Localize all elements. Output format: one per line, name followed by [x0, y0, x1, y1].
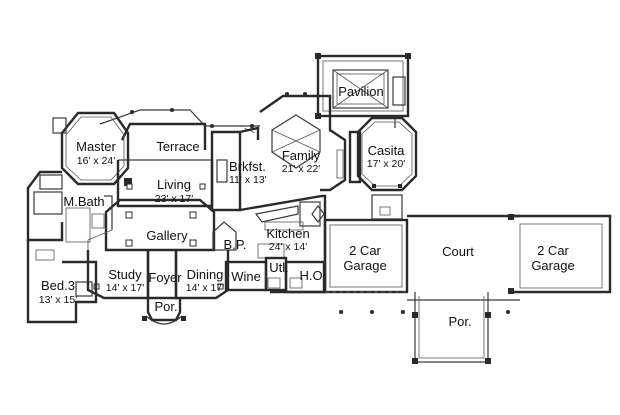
- room-label-gallery: Gallery: [146, 228, 188, 243]
- room-label-mbath: M.Bath: [63, 194, 104, 209]
- mbath-area: [26, 170, 113, 243]
- room-label-living: Living: [157, 177, 191, 192]
- room-label-wine: Wine: [231, 269, 261, 284]
- room-label-garage1-sub: Garage: [343, 258, 386, 273]
- room-label-por-front: Por.: [154, 299, 177, 314]
- room-label-dining: Dining: [187, 267, 224, 282]
- family-wing: [210, 94, 347, 212]
- room-label-ho: H.O: [299, 268, 322, 283]
- room-label-terrace: Terrace: [156, 139, 199, 154]
- room-dims-dining: 14' x 17': [186, 282, 224, 294]
- room-dims-study: 14' x 17': [106, 282, 144, 294]
- room-label-garage1: 2 Car: [349, 243, 381, 258]
- front-porch: [142, 298, 186, 325]
- gallery-hall: [104, 198, 237, 252]
- column-markers: [130, 92, 510, 314]
- room-label-master: Master: [76, 139, 116, 154]
- room-label-study: Study: [108, 267, 142, 282]
- garage-two: [508, 214, 612, 294]
- living-room: [116, 160, 214, 208]
- room-label-brkfst: Brkfst.: [229, 159, 266, 174]
- room-dims-living: 23' x 17': [155, 193, 193, 205]
- room-dims-family: 21' x 22': [282, 163, 320, 175]
- room-dims-kitchen: 24' x 14': [269, 241, 307, 253]
- room-label-garage2: 2 Car: [537, 243, 569, 258]
- master-suite: [52, 111, 132, 186]
- room-label-garage2-sub: Garage: [531, 258, 574, 273]
- room-dims-bed3: 13' x 15': [39, 294, 77, 306]
- room-label-bp: B.P.: [224, 237, 247, 252]
- room-label-casita: Casita: [368, 143, 406, 158]
- room-label-pavilion: Pavilion: [338, 84, 384, 99]
- room-label-foyer: Foyer: [148, 270, 182, 285]
- room-dims-casita: 17' x 20': [367, 158, 405, 170]
- room-label-family: Family: [282, 148, 321, 163]
- service-rooms: [224, 256, 326, 294]
- room-dims-brkfst: 11' x 13': [229, 174, 267, 186]
- room-label-utl: Utl.: [269, 260, 289, 275]
- room-dims-master: 16' x 24': [77, 155, 115, 167]
- room-label-kitchen: Kitchen: [266, 226, 309, 241]
- garage-one: [323, 218, 409, 294]
- court-yard: [407, 214, 520, 301]
- motor-porch: [412, 292, 491, 364]
- room-label-por-garage: Por.: [448, 314, 471, 329]
- room-label-court: Court: [442, 244, 474, 259]
- bedroom-3: [26, 240, 98, 324]
- room-label-bed3: Bed.3: [41, 278, 75, 293]
